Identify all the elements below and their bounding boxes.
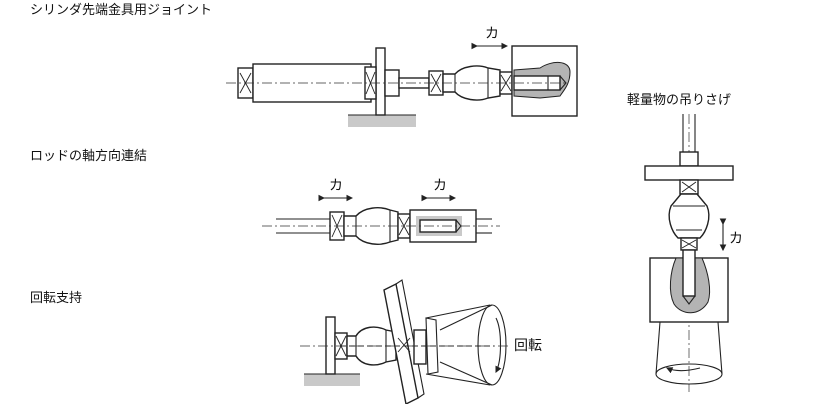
- section-title-rod: ロッドの軸方向連結: [30, 148, 147, 164]
- rotation-cone-end: [477, 304, 507, 386]
- suspension-ball-joint: [668, 193, 710, 239]
- section-title-rotation: 回転支持: [30, 291, 82, 306]
- ball-joint-body: [442, 65, 501, 101]
- suspension-figure: カ: [644, 114, 743, 392]
- mounting-bracket: [375, 47, 386, 116]
- force-label-rod-left: カ: [329, 178, 343, 194]
- section-title-cylinder: シリンダ先端金具用ジョイント: [30, 2, 212, 18]
- cylinder-body: [252, 63, 372, 103]
- rotation-support-figure: 回転: [300, 279, 542, 404]
- section-title-suspension: 軽量物の吊りさげ: [627, 93, 731, 108]
- force-label-rod-right: カ: [433, 178, 447, 194]
- force-label-suspension: カ: [729, 231, 743, 247]
- base-plate: [348, 115, 416, 127]
- rotation-label: 回転: [514, 338, 542, 354]
- ceiling-plate: [644, 165, 734, 181]
- suspension-cone-end: [655, 363, 723, 385]
- force-label-cylinder: カ: [485, 26, 499, 42]
- cylinder-joint-figure: カ: [226, 26, 578, 127]
- rod-connection-figure: カ カ: [262, 178, 500, 245]
- rotation-bracket: [325, 316, 336, 375]
- rotation-base-plate: [304, 374, 360, 386]
